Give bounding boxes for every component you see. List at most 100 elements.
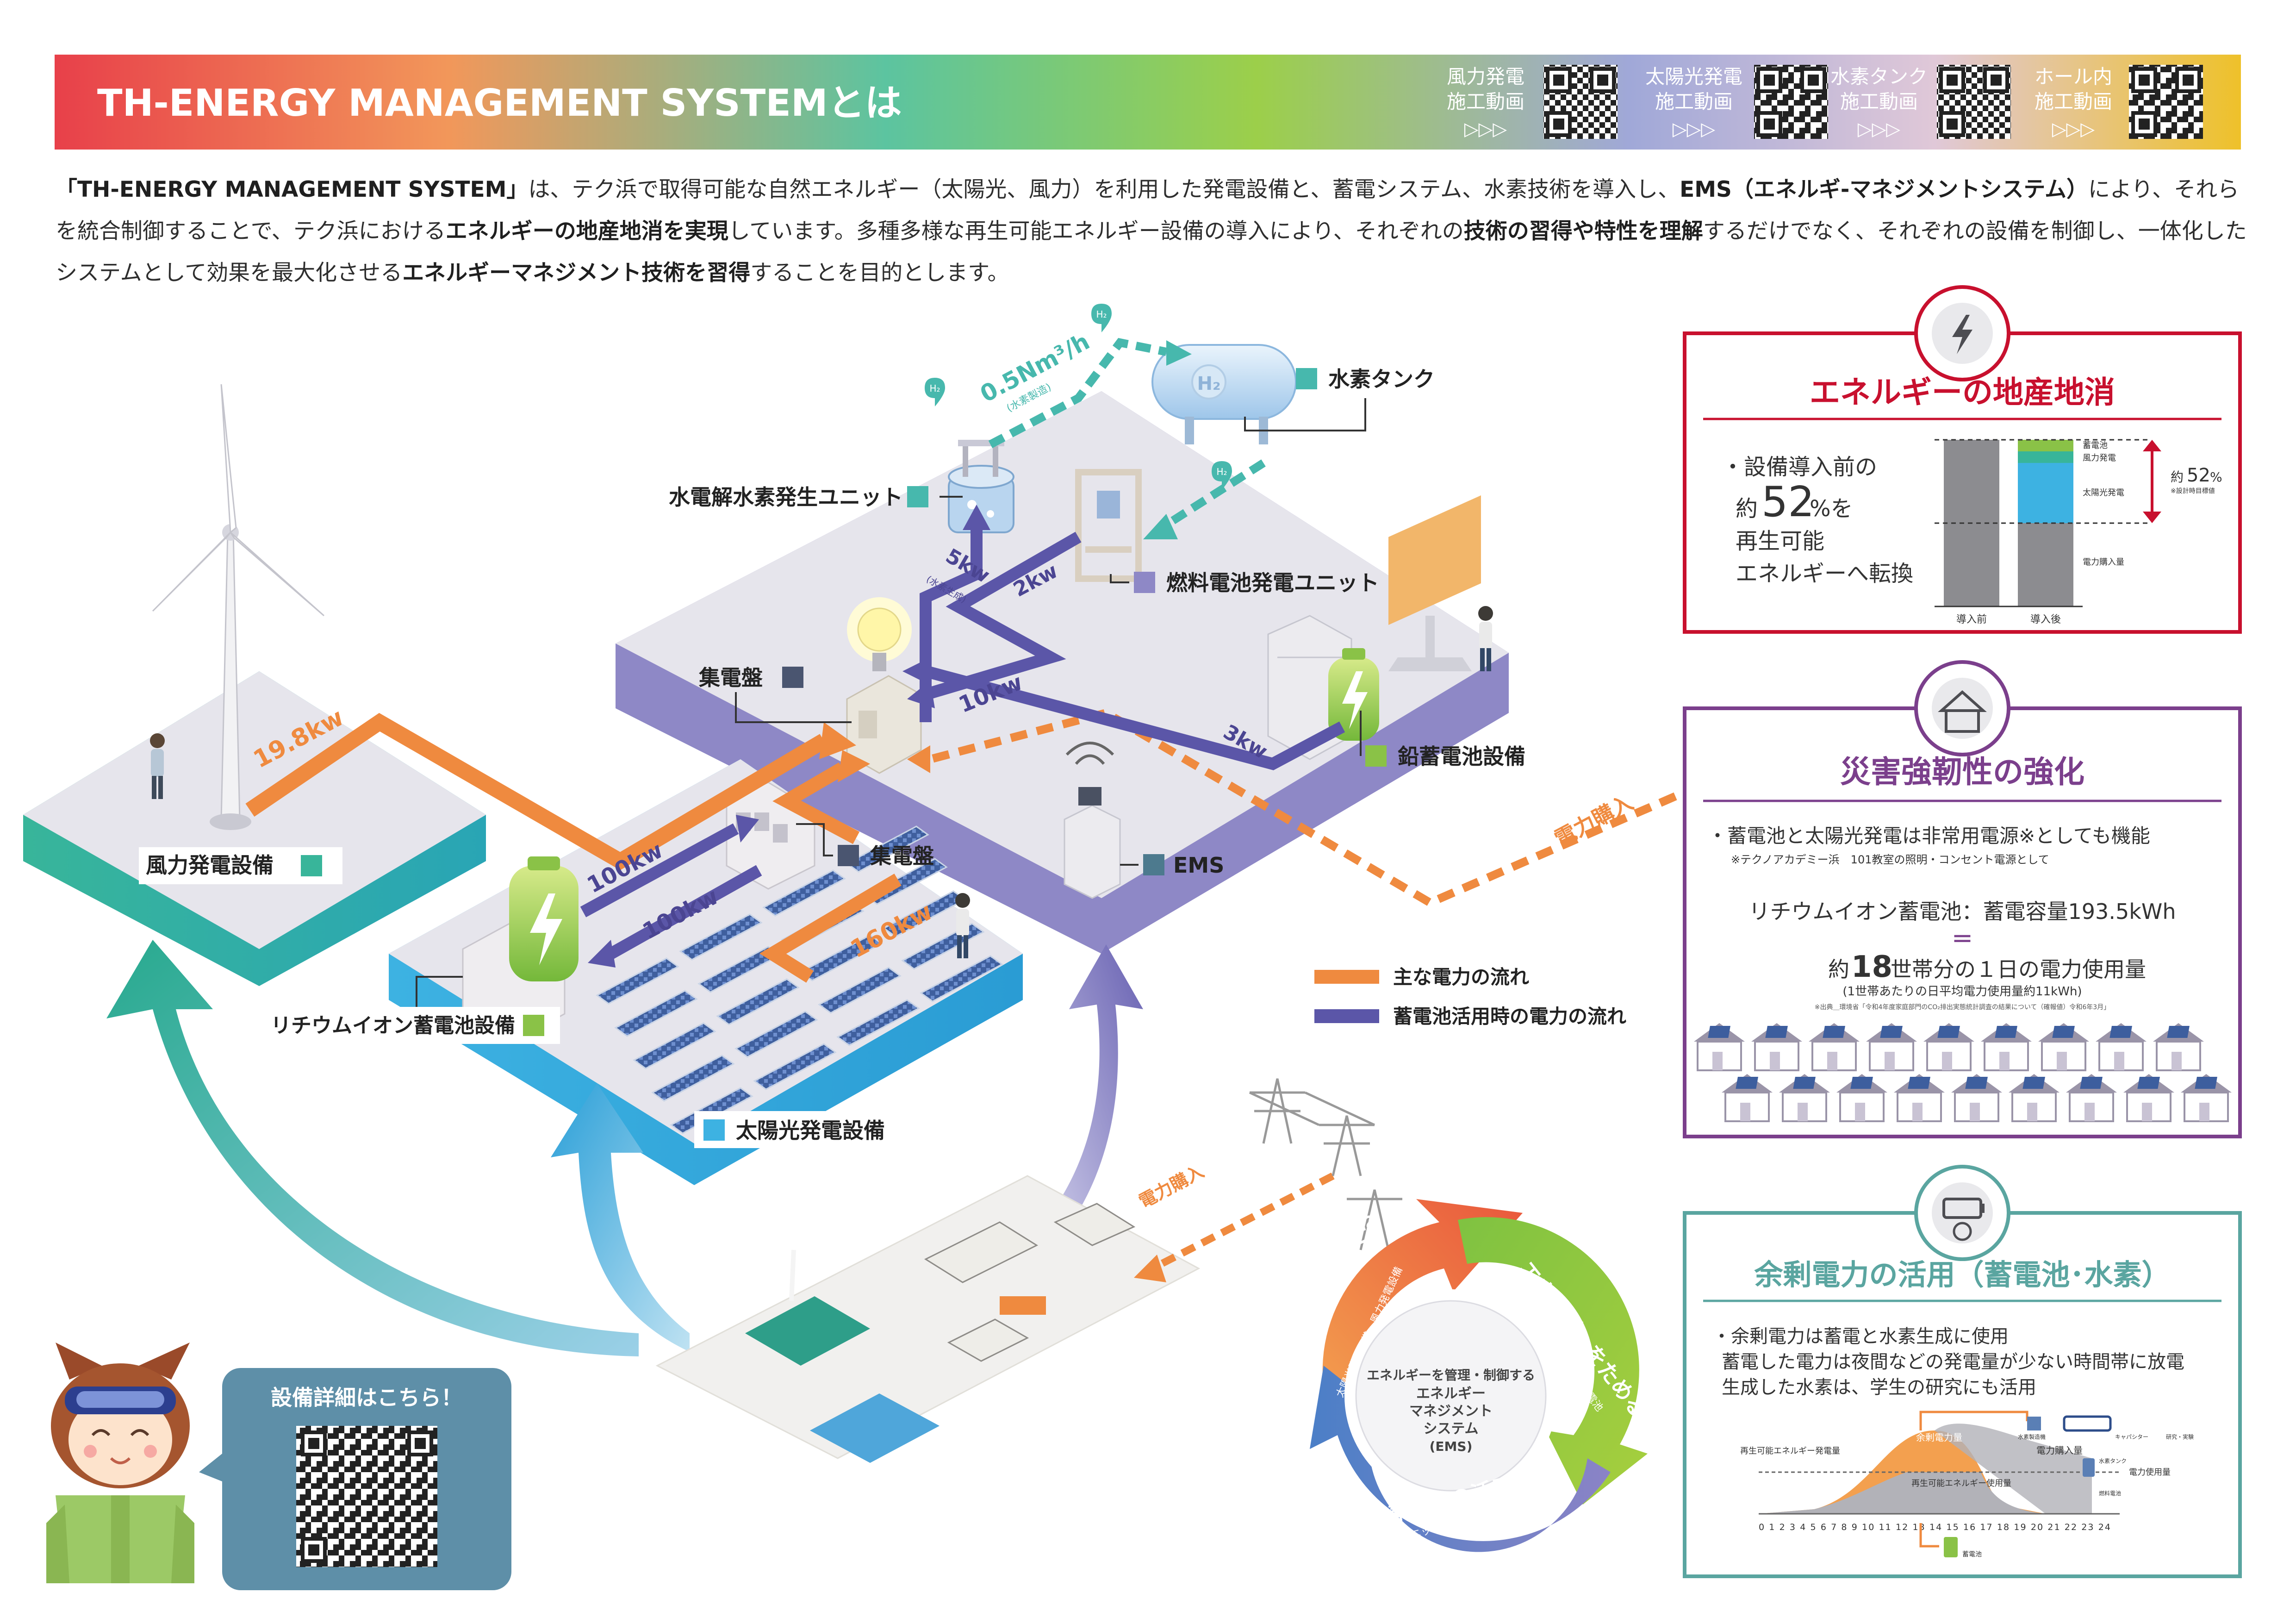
lightning-icon — [1952, 315, 1972, 354]
solar-panel-icon — [596, 957, 679, 1005]
surplus-chart-left-label: 再生可能エネルギー発電量 — [1740, 1446, 1840, 1456]
label-lead-battery: 鉛蓄電池設備 — [1360, 711, 1525, 769]
label-panel-lower: 集電盤 — [796, 823, 934, 868]
panel-surplus-line1: ・余剰電力は蓄電と水素生成に使用 — [1712, 1326, 2009, 1347]
person-wind — [150, 733, 165, 799]
legend-main-label: 主な電力の流れ — [1393, 966, 1529, 988]
label-solar: 太陽光発電設備 — [694, 1111, 916, 1148]
panel-disaster-line4: (1世帯あたりの日平均電力使用量約11kWh) — [1842, 985, 2082, 999]
label-panel-upper: 集電盤 — [698, 665, 852, 723]
surplus-chart-battery: 蓄電池 — [1962, 1551, 1982, 1558]
solar-panel-icon — [762, 869, 846, 917]
intro-highlight-2: 技術の習得や特性を理解 — [1463, 219, 1703, 244]
video-link-hall[interactable]: ホール内 施工動画 ▷▷▷ — [2035, 65, 2203, 140]
panel-surplus-line2: 蓄電した電力は夜間などの発電量が少ない時間帯に放電 — [1722, 1351, 2184, 1373]
legend: 主な電力の流れ 蓄電池活用時の電力の流れ — [1314, 966, 1626, 1028]
label-hydrogen-tank: 水素タンク — [1244, 367, 1435, 431]
panel-disaster-approx: 約 — [1828, 957, 1849, 982]
battery-hydrogen-icon — [1942, 1198, 1985, 1241]
person-display — [1478, 606, 1493, 671]
mascot-character — [46, 1343, 194, 1583]
video-solar-line1: 太陽光発電 — [1645, 65, 1742, 88]
label-ems: EMS — [1120, 853, 1224, 878]
intro-system-name: 「TH-ENERGY MANAGEMENT SYSTEM」 — [56, 177, 529, 202]
panel-local-num: 52 — [1761, 478, 1815, 526]
display-board — [1388, 495, 1481, 671]
cycle-segment-hydrogen — [1310, 1366, 1611, 1552]
panel-local-right-note: ※設計時目標値 — [2171, 487, 2215, 495]
tank-h2-icon: H₂ — [1197, 373, 1221, 394]
battery-power-flows — [580, 505, 1345, 968]
arrow-campus-to-wind — [106, 940, 639, 1356]
svg-text:集電盤: 集電盤 — [870, 843, 934, 868]
panel-disaster-title: 災害強靭性の強化 — [1840, 754, 2084, 790]
legend-main-swatch — [1314, 970, 1379, 984]
arrow-campus-to-solar — [551, 1083, 690, 1352]
panel-disaster-line3: 世帯分の１日の電力使用量 — [1891, 957, 2146, 982]
hydrogen-tank: H₂ — [1151, 344, 1297, 444]
legend-battery-label: 蓄電池活用時の電力の流れ — [1393, 1005, 1626, 1028]
intro-paragraph: 「TH-ENERGY MANAGEMENT SYSTEM」は、テク浜で取得可能な… — [56, 169, 2249, 294]
solar-panel-icon — [679, 913, 763, 961]
h2-pin-2: H₂ — [1091, 304, 1112, 332]
panel-surplus-power: 余剰電力の活用（蓄電池･水素） ・余剰電力は蓄電と水素生成に使用 蓄電した電力は… — [1683, 1165, 2242, 1578]
surplus-chart-fuelcell: 燃料電池 — [2099, 1490, 2121, 1497]
solar-panel-icon — [716, 978, 800, 1025]
cycle-center-line4: システム — [1423, 1421, 1478, 1437]
surplus-chart-research: 研究・実験 — [2166, 1433, 2194, 1440]
header-title: TH-ENERGY MANAGEMENT SYSTEMとは — [97, 81, 902, 125]
intro-text-2: により、それらを統合制御することで、テク浜における — [56, 177, 2240, 244]
bar-label-battery: 蓄電池 — [2083, 441, 2108, 450]
svg-text:水素タンク: 水素タンク — [1328, 367, 1435, 392]
surplus-chart-h2tank: 水素タンク — [2099, 1458, 2127, 1464]
arrow-campus-to-upper — [1037, 944, 1143, 1245]
intro-text-5: することを目的とします。 — [750, 260, 1009, 286]
legend-battery-swatch — [1314, 1009, 1379, 1023]
solar-panel-icon — [753, 1043, 837, 1090]
panel-surplus-line3: 生成した水素は、学生の研究にも活用 — [1722, 1377, 2036, 1398]
surplus-chart-h2gen: 水素製造機 — [2018, 1433, 2046, 1440]
video-hydrogen-line1: 水素タンク — [1830, 65, 1928, 88]
panel-disaster-source: ※出典＿環境省「令和4年度家庭部門のCO₂排出実態統計調査の結果について（確報値… — [1815, 1003, 2110, 1011]
video-wind-line1: 風力発電 — [1447, 65, 1524, 88]
panel-surplus-title: 余剰電力の活用（蓄電池･水素） — [1754, 1258, 2170, 1292]
cycle-segment-store — [1458, 1217, 1648, 1505]
video-link-hydrogen[interactable]: 水素タンク 施工動画 ▷▷▷ — [1830, 65, 2011, 140]
houses-row-2 — [1721, 1073, 2233, 1122]
intro-text-3: しています。多種多様な再生可能エネルギー設備の導入により、それぞれの — [728, 219, 1464, 244]
qr-bubble[interactable]: 設備詳細はこちら！ — [199, 1368, 511, 1590]
bar-after-wind — [2018, 451, 2073, 463]
svg-text:水電解水素発生ユニット: 水電解水素発生ユニット — [669, 485, 903, 510]
intro-highlight-1: エネルギーの地産地消を実現 — [445, 219, 728, 244]
panel-local-line3: 再生可能 — [1736, 528, 1824, 554]
label-lithium: リチウムイオン蓄電池設備 — [264, 976, 560, 1044]
svg-text:集電盤: 集電盤 — [698, 665, 763, 690]
surplus-chart-hours: 0 1 2 3 4 5 6 7 8 9 10 11 12 13 14 15 16… — [1759, 1522, 2110, 1532]
label-electrolysis: 水電解水素発生ユニット — [669, 485, 963, 510]
surplus-chart-purchase: 電力購入量 — [2036, 1445, 2083, 1456]
h2-pin-2-label: H₂ — [1096, 309, 1107, 320]
panel-local-right-num: 52 — [2187, 465, 2210, 486]
power-pylons — [1249, 1078, 1402, 1250]
panel-local-right-unit: % — [2210, 469, 2222, 485]
panel-local-title: エネルギーの地産地消 — [1810, 375, 2115, 410]
intro-ems-name: EMS（エネルギ-マネジメントシステム） — [1680, 177, 2088, 202]
panel-local-approx: 約 — [1736, 496, 1758, 522]
surplus-chart-capacitor: キャパシター — [2115, 1434, 2148, 1440]
panel-local-right-approx: 約 — [2171, 469, 2184, 485]
video-hydrogen-line2: 施工動画 — [1840, 90, 1918, 113]
video-wind-line2: 施工動画 — [1447, 90, 1524, 113]
video-solar-arrows: ▷▷▷ — [1673, 119, 1716, 140]
video-hall-line1: ホール内 — [2035, 65, 2112, 88]
video-link-wind[interactable]: 風力発電 施工動画 ▷▷▷ — [1447, 65, 1618, 140]
bar-label-wind: 風力発電 — [2083, 453, 2116, 463]
qr-bubble-text: 設備詳細はこちら！ — [271, 1385, 462, 1410]
video-link-solar[interactable]: 太陽光発電 施工動画 ▷▷▷ — [1645, 65, 1828, 140]
cycle-center-line1: エネルギーを管理・制御する — [1367, 1368, 1535, 1383]
svg-text:鉛蓄電池設備: 鉛蓄電池設備 — [1398, 744, 1525, 769]
hydrogen-flows — [988, 338, 1266, 539]
panel-local-line4: エネルギーへ転換 — [1736, 561, 1913, 587]
h2-pin-3-label: H₂ — [1216, 466, 1227, 477]
